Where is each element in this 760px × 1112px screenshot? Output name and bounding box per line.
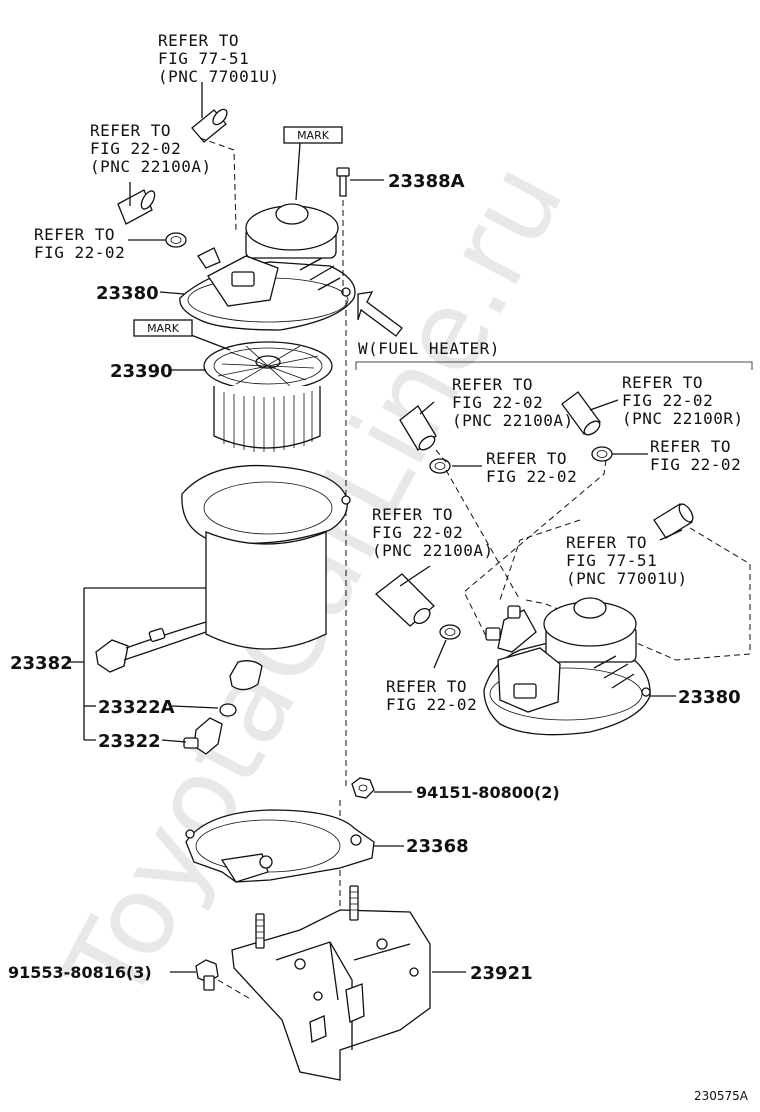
refer-77001U-heater: REFER TO FIG 77-51 (PNC 77001U) xyxy=(566,533,688,588)
part-23382: 23382 xyxy=(10,653,73,674)
part-23368: 23368 xyxy=(406,836,469,857)
filter-element-23390 xyxy=(203,341,333,452)
refer-clamp-heater-3: REFER TO FIG 22-02 xyxy=(386,677,477,714)
hose-22100A-top xyxy=(117,189,156,225)
refer-22100R-heater: REFER TO FIG 22-02 (PNC 22100R) xyxy=(622,373,744,428)
o-ring-23322A xyxy=(219,703,237,717)
clamp-heater-1 xyxy=(429,458,451,474)
refer-77001U-top: REFER TO FIG 77-51 (PNC 77001U) xyxy=(158,31,280,86)
hose-22100A-heater xyxy=(399,405,437,451)
part-23322: 23322 xyxy=(98,731,161,752)
part-94151-80800: 94151-80800(2) xyxy=(416,783,560,802)
refer-clamp-heater-1: REFER TO FIG 22-02 xyxy=(486,449,577,486)
hose-22100R-heater xyxy=(561,391,601,436)
hose-22100A-heater-lower xyxy=(374,573,435,627)
refer-22100A-top: REFER TO FIG 22-02 (PNC 22100A) xyxy=(90,121,212,176)
refer-22100A-heater: REFER TO FIG 22-02 (PNC 22100A) xyxy=(452,375,574,430)
hose-77001U-top xyxy=(191,108,237,231)
option-bracket xyxy=(355,361,753,370)
part-23380: 23380 xyxy=(96,283,159,304)
part-23380-heater: 23380 xyxy=(678,687,741,708)
option-label-fuel-heater: W(FUEL HEATER) xyxy=(358,339,500,358)
clamp-heater-2 xyxy=(591,446,613,462)
fuel-heater-arrow xyxy=(357,291,403,337)
part-23322A: 23322A xyxy=(98,697,175,718)
filter-case-23382 xyxy=(95,464,351,691)
nut-94151-80800 xyxy=(351,777,375,799)
part-23921: 23921 xyxy=(470,963,533,984)
part-91553-80816: 91553-80816(3) xyxy=(8,963,152,982)
part-23388A: 23388A xyxy=(388,171,465,192)
bolt-91553-80816 xyxy=(195,959,253,1001)
fuel-filter-head-23380-heater xyxy=(483,597,651,736)
bracket-23921 xyxy=(231,885,431,1081)
bolt-23388A xyxy=(336,167,350,197)
drawing-code: 230575A xyxy=(694,1089,749,1103)
fuel-filter-head-23380 xyxy=(179,203,356,331)
refer-clamp-heater-2: REFER TO FIG 22-02 xyxy=(650,437,741,474)
bracket-23368 xyxy=(185,809,375,883)
mark-label-element: MARK xyxy=(147,322,180,335)
refer-22100A-heater-lower: REFER TO FIG 22-02 (PNC 22100A) xyxy=(372,505,494,560)
clamp-top xyxy=(165,232,187,248)
mark-label-top: MARK xyxy=(297,129,330,142)
refer-clamp-top: REFER TO FIG 22-02 xyxy=(34,225,125,262)
hose-77001U-heater xyxy=(653,503,694,539)
mark-box-top: MARK xyxy=(283,126,343,144)
clamp-heater-3 xyxy=(439,624,461,640)
part-23390: 23390 xyxy=(110,361,173,382)
drain-plug-23322 xyxy=(183,717,223,755)
mark-box-element: MARK xyxy=(133,319,193,337)
heater-routing xyxy=(435,449,751,661)
